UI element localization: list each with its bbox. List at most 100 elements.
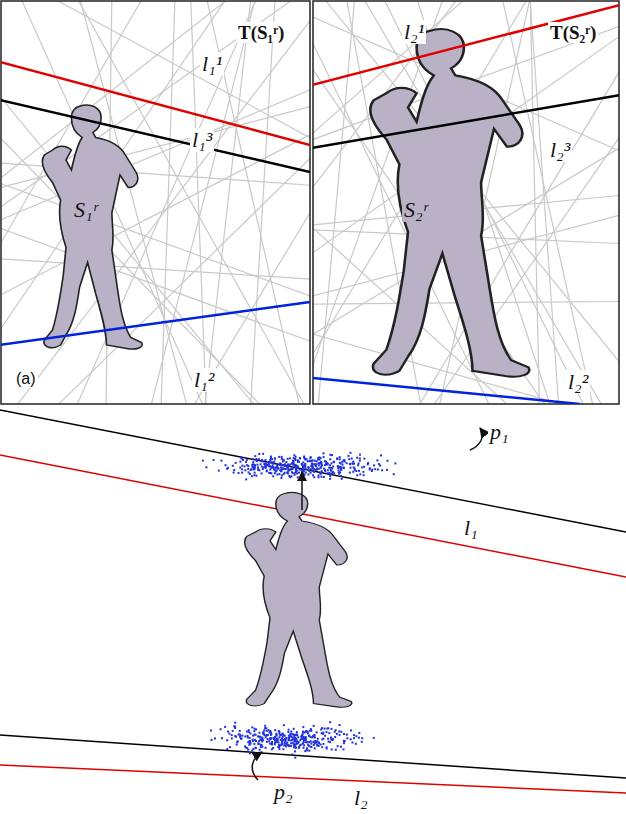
- point: [262, 468, 264, 470]
- point: [324, 728, 326, 730]
- point: [339, 458, 341, 460]
- point: [293, 735, 295, 737]
- point: [248, 729, 250, 731]
- black-line: [313, 95, 619, 148]
- point: [310, 743, 312, 745]
- point: [362, 471, 364, 473]
- figure-label: l₂³: [548, 138, 572, 162]
- point: [313, 744, 315, 746]
- point: [251, 475, 253, 477]
- point: [280, 477, 282, 479]
- point: [311, 463, 313, 465]
- point: [258, 743, 260, 745]
- tangent-line: [1, 1, 310, 404]
- point: [296, 741, 298, 743]
- point: [240, 738, 242, 740]
- point: [308, 735, 310, 737]
- point: [226, 468, 228, 470]
- point: [261, 466, 263, 468]
- figure-label: p₂: [272, 780, 295, 804]
- point: [264, 725, 266, 727]
- point: [305, 472, 307, 474]
- point: [287, 458, 289, 460]
- point: [331, 468, 333, 470]
- point: [261, 472, 263, 474]
- point: [278, 730, 280, 732]
- point: [376, 459, 378, 461]
- point: [310, 746, 312, 748]
- point: [348, 455, 350, 457]
- point: [295, 464, 297, 466]
- point: [313, 725, 315, 727]
- tangent-line: [1, 1, 310, 404]
- point: [284, 742, 286, 744]
- point: [271, 742, 273, 744]
- point: [326, 731, 328, 733]
- tangent-line: [1, 1, 278, 404]
- point: [252, 458, 254, 460]
- point: [335, 729, 337, 731]
- point: [351, 458, 353, 460]
- point: [348, 458, 350, 460]
- point: [266, 741, 268, 743]
- point: [280, 734, 282, 736]
- figure-label: l₁: [462, 516, 480, 540]
- figure-label: T(S₂ʳ): [548, 22, 598, 43]
- point: [302, 736, 304, 738]
- point: [285, 737, 287, 739]
- point: [331, 728, 333, 730]
- point: [235, 736, 237, 738]
- point: [312, 741, 314, 743]
- point: [303, 456, 305, 458]
- point: [323, 476, 325, 478]
- point: [322, 733, 324, 735]
- point: [349, 463, 351, 465]
- point: [350, 738, 352, 740]
- point: [350, 729, 352, 731]
- point: [341, 467, 343, 469]
- point: [346, 737, 348, 739]
- point: [351, 463, 353, 465]
- point: [266, 470, 268, 472]
- point: [275, 467, 277, 469]
- point: [277, 746, 279, 748]
- point: [226, 739, 228, 741]
- point: [239, 467, 241, 469]
- point: [232, 730, 234, 732]
- point: [269, 461, 271, 463]
- point: [252, 466, 254, 468]
- tangent-line: [313, 1, 619, 404]
- point: [343, 740, 345, 742]
- point: [343, 467, 345, 469]
- tangent-line: [313, 1, 619, 404]
- point: [238, 734, 240, 736]
- point: [302, 737, 304, 739]
- figure-label: l₂²: [566, 370, 590, 394]
- point: [245, 478, 247, 480]
- point: [278, 473, 280, 475]
- point: [316, 731, 318, 733]
- point: [236, 744, 238, 746]
- point: [274, 729, 276, 731]
- point: [250, 733, 252, 735]
- point: [246, 464, 248, 466]
- point: [320, 472, 322, 474]
- point: [310, 460, 312, 462]
- point-cloud: [202, 452, 397, 759]
- panel-border: [313, 1, 619, 404]
- point: [265, 467, 267, 469]
- blue-line: [313, 378, 580, 404]
- point: [339, 462, 341, 464]
- point: [316, 463, 318, 465]
- point: [211, 739, 213, 741]
- point: [264, 466, 266, 468]
- figure-label: S₁ʳ: [72, 198, 100, 222]
- point: [297, 459, 299, 461]
- point: [278, 744, 280, 746]
- figure-label: l₁³: [190, 128, 214, 152]
- point: [255, 475, 257, 477]
- point: [270, 734, 272, 736]
- point: [278, 745, 280, 747]
- figure-label: T(S₁ʳ): [236, 22, 286, 43]
- point: [314, 747, 316, 749]
